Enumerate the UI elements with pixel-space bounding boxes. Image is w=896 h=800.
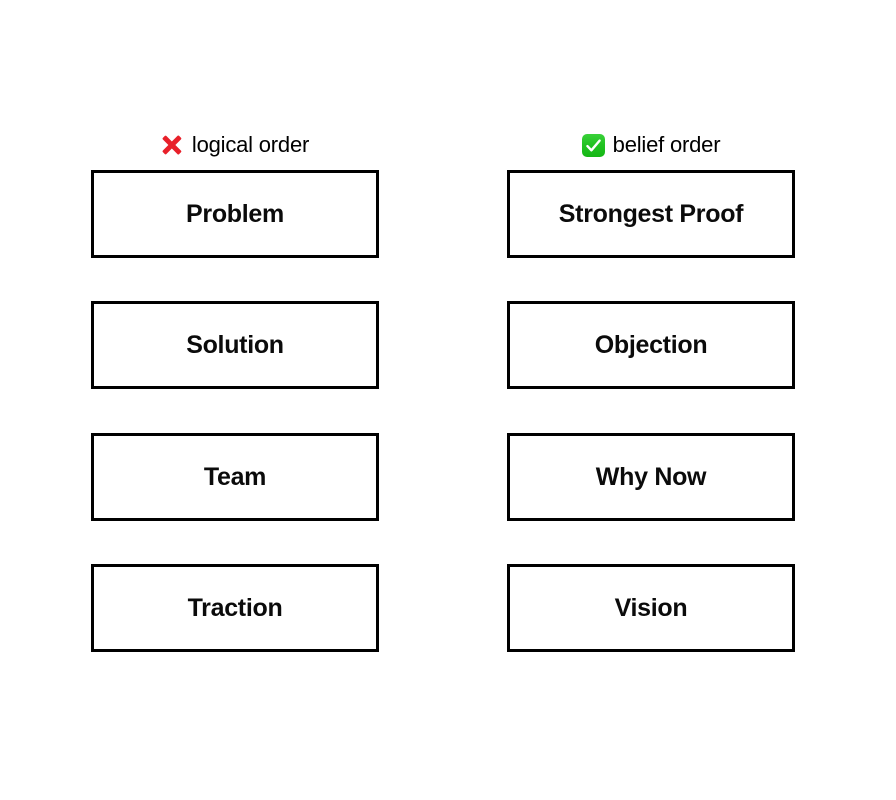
column-logical-order: logical order Problem Solution Team Trac… bbox=[91, 120, 379, 652]
flow-box-label: Solution bbox=[186, 330, 284, 359]
column-belief-order: belief order Strongest Proof Objection W… bbox=[507, 120, 795, 652]
flow-box-problem[interactable]: Problem bbox=[91, 170, 379, 258]
column-header-logical-order: logical order bbox=[91, 120, 379, 170]
flow-box-label: Team bbox=[203, 462, 267, 491]
check-mark-button-icon bbox=[581, 133, 605, 157]
flow-box-label: Why Now bbox=[595, 462, 707, 491]
flow-box-traction[interactable]: Traction bbox=[91, 564, 379, 652]
flow-box-objection[interactable]: Objection bbox=[507, 301, 795, 389]
column-header-belief-order: belief order bbox=[507, 120, 795, 170]
flow-box-why-now[interactable]: Why Now bbox=[507, 433, 795, 521]
flow-box-label: Objection bbox=[594, 330, 708, 359]
column-header-label: logical order bbox=[191, 132, 310, 157]
flow-box-label: Traction bbox=[187, 593, 283, 622]
flow-box-strongest-proof[interactable]: Strongest Proof bbox=[507, 170, 795, 258]
flow-box-label: Vision bbox=[614, 593, 688, 622]
column-header-label: belief order bbox=[612, 132, 721, 157]
flow-box-vision[interactable]: Vision bbox=[507, 564, 795, 652]
flow-box-label: Strongest Proof bbox=[558, 199, 744, 228]
flow-box-label: Problem bbox=[186, 199, 284, 228]
flow-box-solution[interactable]: Solution bbox=[91, 301, 379, 389]
flow-box-team[interactable]: Team bbox=[91, 433, 379, 521]
cross-mark-icon bbox=[161, 134, 184, 157]
